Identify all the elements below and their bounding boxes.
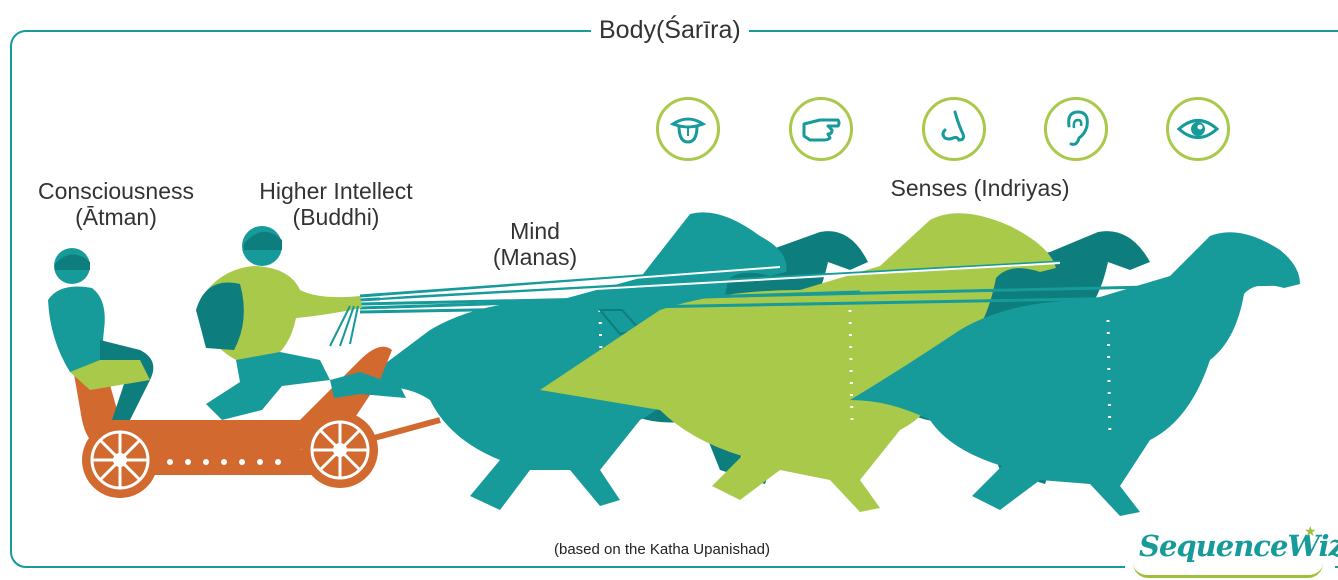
consciousness-label: Consciousness (Ātman)	[26, 178, 206, 230]
sequencewiz-logo: SequenceWiz ★	[1125, 523, 1335, 580]
logo-swoosh	[1133, 563, 1323, 578]
charioteer	[196, 226, 406, 420]
star-icon: ★	[1304, 523, 1317, 540]
wheel-left	[82, 422, 158, 498]
wheel-right	[302, 412, 378, 488]
consciousness-label-line1: Consciousness	[26, 178, 206, 204]
intellect-label-line1: Higher Intellect	[236, 178, 436, 204]
intellect-label: Higher Intellect (Buddhi)	[236, 178, 436, 230]
mind-label-line1: Mind	[470, 218, 600, 244]
mind-label-line2: (Manas)	[470, 244, 600, 270]
intellect-label-line2: (Buddhi)	[236, 204, 436, 230]
consciousness-label-line2: (Ātman)	[26, 204, 206, 230]
senses-label: Senses (Indriyas)	[860, 175, 1100, 201]
source-note: (based on the Katha Upanishad)	[548, 541, 776, 559]
senses-label-line1: Senses (Indriyas)	[860, 175, 1100, 201]
mind-label: Mind (Manas)	[470, 218, 600, 270]
